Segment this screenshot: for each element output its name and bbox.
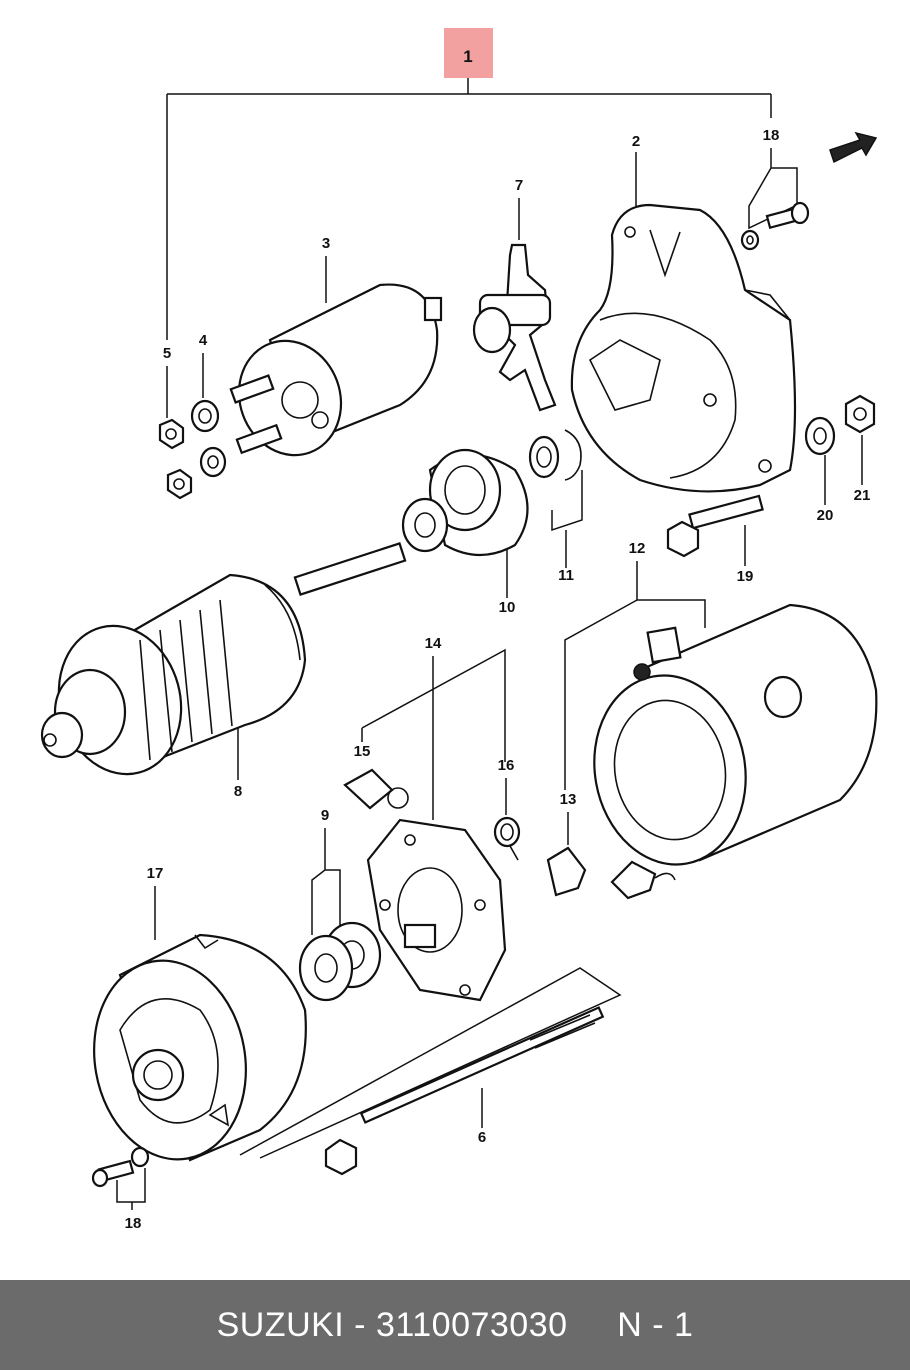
part-4-washer [190, 399, 227, 478]
part-17-end-frame [93, 933, 307, 1162]
callout-18-bottom[interactable]: 18 [125, 1215, 142, 1232]
part-18-bolt [740, 201, 810, 251]
callout-15[interactable]: 15 [354, 743, 371, 760]
part-20-washer [804, 416, 836, 456]
part-11-bushing [528, 429, 582, 481]
footer-bar: SUZUKI - 3110073030 N - 1 [0, 1280, 910, 1370]
part-18-screw [91, 1146, 150, 1188]
callout-11[interactable]: 11 [558, 567, 574, 584]
part-3-magnetic-switch [229, 283, 443, 457]
part-8-armature [40, 542, 407, 776]
part-14-brush-holder [366, 818, 507, 1002]
footer-part-number: SUZUKI - 3110073030 N - 1 [216, 1305, 694, 1344]
callout-2[interactable]: 2 [632, 133, 640, 150]
part-7-drive-lever [472, 243, 557, 412]
callout-12[interactable]: 12 [629, 540, 646, 557]
callout-21[interactable]: 21 [854, 487, 871, 504]
callout-9[interactable]: 9 [321, 807, 329, 824]
callout-17[interactable]: 17 [147, 865, 164, 882]
callout-3[interactable]: 3 [322, 235, 330, 252]
callout-20[interactable]: 20 [817, 507, 834, 524]
callout-1[interactable]: 1 [463, 47, 472, 66]
part-9-washer [298, 921, 382, 1002]
part-16-brush-spring [493, 816, 521, 861]
part-6-through-bolt [324, 1006, 605, 1176]
callout-16[interactable]: 16 [498, 757, 515, 774]
callout-8[interactable]: 8 [234, 783, 242, 800]
callout-6[interactable]: 6 [478, 1129, 486, 1146]
direction-arrow-icon [829, 131, 878, 164]
callout-1-highlight [444, 28, 493, 78]
callout-18-top[interactable]: 18 [763, 127, 780, 144]
part-15-brush-spring-holder [343, 768, 409, 810]
callout-7[interactable]: 7 [515, 177, 523, 194]
callout-14[interactable]: 14 [425, 635, 442, 652]
part-19-bolt [666, 494, 764, 558]
exploded-parts-diagram: 1 18 2 7 [40, 28, 878, 1232]
part-21-nut [844, 394, 876, 434]
callout-10[interactable]: 10 [499, 599, 516, 616]
part-5-nut [158, 418, 193, 500]
part-2-drive-housing [570, 203, 797, 493]
callout-4[interactable]: 4 [199, 332, 208, 349]
callout-13[interactable]: 13 [560, 791, 577, 808]
part-12-yoke [593, 603, 878, 866]
part-13-brush [546, 846, 676, 900]
part-10-overrunning-clutch [401, 448, 529, 556]
assembly-bracket [166, 78, 772, 340]
callout-19[interactable]: 19 [737, 568, 754, 585]
callout-5[interactable]: 5 [163, 345, 171, 362]
